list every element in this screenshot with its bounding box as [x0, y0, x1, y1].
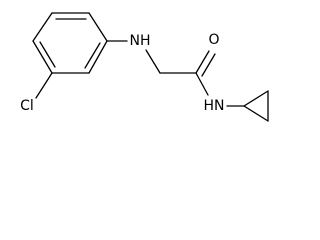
amine-nh-label: NH	[130, 33, 151, 49]
bond-nh-ch2	[145, 49, 161, 74]
bond-carbonyl-nh	[195, 72, 209, 96]
bond-c-cl	[35, 72, 53, 99]
bond-carbonyl-double-1	[195, 50, 210, 74]
benzene-ring	[32, 12, 108, 74]
ring-double-bond	[84, 42, 101, 69]
chemical-structure: Cl NH O HN	[20, 12, 269, 122]
ring-bond	[32, 40, 53, 74]
ring-bond	[88, 12, 108, 42]
ring-bond	[32, 12, 53, 42]
cyclopropyl-ring	[243, 90, 269, 122]
oxygen-label: O	[208, 32, 219, 48]
chlorine-label: Cl	[20, 98, 34, 114]
ring-bond	[88, 40, 108, 74]
cyclopropyl-bond	[243, 105, 269, 122]
bond-carbonyl-double-2	[201, 53, 216, 77]
amide-hn-label: HN	[204, 98, 225, 114]
ring-double-bond	[39, 41, 56, 68]
cyclopropyl-bond	[243, 90, 269, 107]
